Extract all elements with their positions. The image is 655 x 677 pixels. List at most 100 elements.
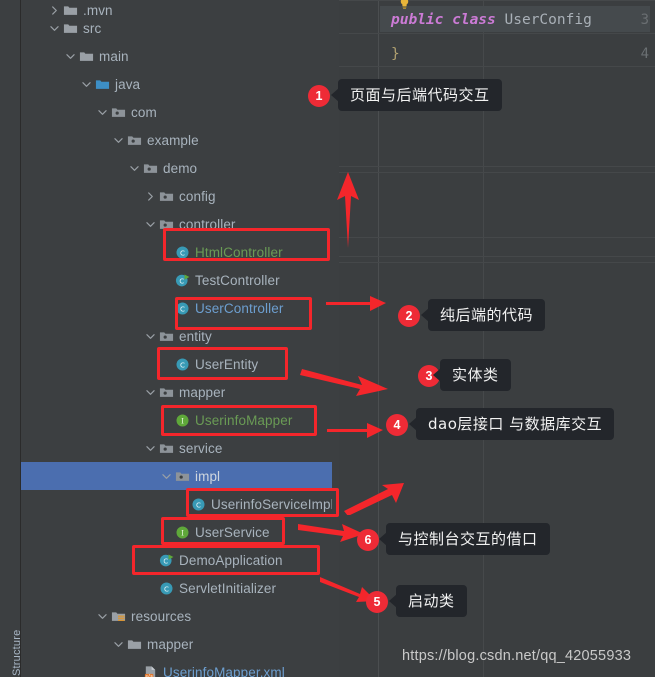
- folder-icon: [61, 14, 79, 42]
- tree-leaf-spacer: [159, 406, 173, 434]
- class-icon: C: [157, 574, 175, 602]
- tree-indent: [21, 406, 159, 434]
- tree-item-mapper[interactable]: mapper: [21, 630, 332, 658]
- chevron-down-icon[interactable]: [111, 630, 125, 658]
- interface-icon: I: [173, 518, 191, 546]
- tree-item-label: service: [179, 440, 223, 456]
- chevron-down-icon[interactable]: [143, 378, 157, 406]
- package-icon: [125, 126, 143, 154]
- tree-indent: [21, 14, 47, 42]
- tree-item-java[interactable]: java: [21, 70, 332, 98]
- tree-item-label: java: [115, 76, 141, 92]
- tree-item-controller[interactable]: controller: [21, 210, 332, 238]
- class-icon: C: [173, 238, 191, 266]
- source-folder-icon: [93, 70, 111, 98]
- tree-item-label: config: [179, 188, 216, 204]
- tree-item-mvn[interactable]: .mvn: [21, 0, 332, 24]
- tree-indent: [21, 546, 143, 574]
- lightbulb-icon[interactable]: [398, 0, 411, 10]
- tree-item-src[interactable]: src: [21, 14, 332, 42]
- tree-indent: [21, 182, 143, 210]
- xml-file-icon: </>: [141, 658, 159, 677]
- chevron-down-icon[interactable]: [63, 42, 77, 70]
- tree-item-com[interactable]: com: [21, 98, 332, 126]
- interface-icon: I: [173, 406, 191, 434]
- chevron-down-icon[interactable]: [159, 462, 173, 490]
- tree-item-resources[interactable]: resources: [21, 602, 332, 630]
- tree-item-label: impl: [195, 468, 221, 484]
- editor-code-line[interactable]: public class UserConfig: [391, 12, 592, 28]
- tree-indent: [21, 266, 159, 294]
- chevron-down-icon[interactable]: [143, 322, 157, 350]
- tree-indent: [21, 434, 143, 462]
- tree-indent: [21, 322, 143, 350]
- editor-separator: [339, 172, 655, 173]
- tree-leaf-spacer: [159, 350, 173, 378]
- tree-indent: [21, 602, 95, 630]
- package-icon: [157, 322, 175, 350]
- tree-item-label: example: [147, 132, 199, 148]
- chevron-down-icon[interactable]: [127, 154, 141, 182]
- tree-item-label: mapper: [179, 384, 226, 400]
- editor-gutter[interactable]: [339, 0, 379, 677]
- tree-indent: [21, 630, 111, 658]
- editor-code-line[interactable]: }: [391, 46, 400, 62]
- chevron-down-icon[interactable]: [111, 126, 125, 154]
- tree-item-entity[interactable]: entity: [21, 322, 332, 350]
- chevron-down-icon[interactable]: [95, 98, 109, 126]
- tree-leaf-spacer: [175, 490, 189, 518]
- tree-item-htmlcontroller[interactable]: C HtmlController: [21, 238, 332, 266]
- tree-item-label: resources: [131, 608, 192, 624]
- tree-item-label: controller: [179, 216, 236, 232]
- tree-indent: [21, 462, 159, 490]
- tree-item-main[interactable]: main: [21, 42, 332, 70]
- svg-text:C: C: [180, 248, 185, 257]
- tree-item-label: UserinfoServiceImpl: [211, 496, 332, 512]
- chevron-down-icon[interactable]: [47, 14, 61, 42]
- tree-indent: [21, 70, 79, 98]
- tree-scrollbar-track[interactable]: [332, 0, 339, 677]
- svg-text:C: C: [196, 500, 201, 509]
- chevron-right-icon[interactable]: [143, 182, 157, 210]
- tree-indent: [21, 518, 159, 546]
- tree-item-label: DemoApplication: [179, 552, 283, 568]
- tree-item-label: entity: [179, 328, 212, 344]
- tree-item-demo[interactable]: demo: [21, 154, 332, 182]
- left-tool-strip: Structure: [0, 0, 23, 677]
- tree-item-userinfoserviceimpl[interactable]: C UserinfoServiceImpl: [21, 490, 332, 518]
- chevron-right-icon[interactable]: [47, 0, 61, 24]
- tree-indent: [21, 378, 143, 406]
- tree-item-service[interactable]: service: [21, 434, 332, 462]
- editor-separator: [339, 256, 655, 257]
- resource-folder-icon: [109, 602, 127, 630]
- chevron-down-icon[interactable]: [143, 210, 157, 238]
- tree-item-label: mapper: [147, 636, 194, 652]
- tree-item-userinfomapper-xml[interactable]: </>UserinfoMapper.xml: [21, 658, 332, 677]
- tree-item-label: main: [99, 48, 129, 64]
- editor-separator: [339, 166, 655, 167]
- svg-text:C: C: [180, 304, 185, 313]
- chevron-down-icon[interactable]: [79, 70, 93, 98]
- chevron-down-icon[interactable]: [95, 602, 109, 630]
- watermark-url: https://blog.csdn.net/qq_42055933: [402, 648, 632, 664]
- tree-indent: [21, 574, 143, 602]
- svg-text:C: C: [179, 277, 184, 285]
- package-icon: [157, 182, 175, 210]
- tree-item-config[interactable]: config: [21, 182, 332, 210]
- tree-item-mapper[interactable]: mapper: [21, 378, 332, 406]
- editor-separator: [339, 66, 655, 67]
- tree-item-impl[interactable]: impl: [21, 462, 332, 490]
- tree-item-example[interactable]: example: [21, 126, 332, 154]
- tree-item-label: HtmlController: [195, 244, 283, 260]
- chevron-down-icon[interactable]: [143, 434, 157, 462]
